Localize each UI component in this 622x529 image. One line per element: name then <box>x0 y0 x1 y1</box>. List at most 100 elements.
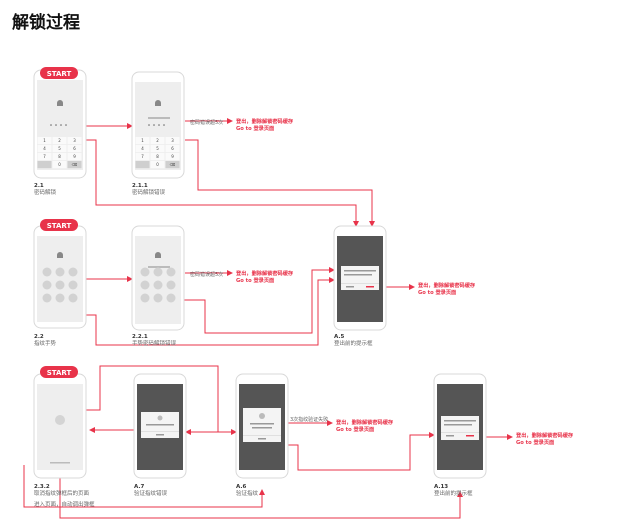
keypad-key-label: 2 <box>58 138 61 143</box>
keypad-key-label: 0 <box>156 162 159 167</box>
logout-note-line1: 登出，删除解锁密码缓存 <box>235 117 294 125</box>
keypad-key <box>67 137 82 145</box>
screen-code: A.6 <box>236 484 246 490</box>
screen-code: 2.1.1 <box>132 183 148 189</box>
keypad-key <box>165 153 180 161</box>
keypad-key-label: 4 <box>141 146 144 151</box>
phone-2-2 <box>33 225 87 329</box>
keypad-key <box>165 161 180 169</box>
start-label: START <box>47 369 72 377</box>
lock-icon <box>57 100 63 106</box>
screen-code: A.5 <box>334 334 344 340</box>
keypad-key <box>67 161 82 169</box>
connector-2-1-to-a5 <box>86 139 359 227</box>
screen-code: A.13 <box>434 484 448 490</box>
pattern-dot <box>42 293 52 303</box>
lock-icon <box>57 252 63 258</box>
logout-note-line2: Go to 登录页面 <box>236 276 274 284</box>
pattern-grid-2-2 <box>42 267 78 303</box>
keypad-key-label: 7 <box>43 154 46 159</box>
screen-caption: 指纹手势 <box>34 339 57 347</box>
logout-note-line2: Go to 登录页面 <box>418 288 456 296</box>
keypad-key-label: 5 <box>156 146 159 151</box>
keypad-key <box>135 153 150 161</box>
phone-a13 <box>433 373 487 479</box>
phone-2-1-1: 1 2 3 4 5 6 7 8 9 0 ⌫ <box>131 71 185 179</box>
page-title: 解锁过程 <box>12 13 80 33</box>
annotation-wrong-code-1: 密码错误超5次 <box>190 119 223 126</box>
keypad-key <box>150 153 165 161</box>
screen-code: 2.1 <box>34 183 44 189</box>
keypad-2-1-1: 1 2 3 4 5 6 7 8 9 0 ⌫ <box>135 137 180 169</box>
start-badge-2: START <box>40 219 78 231</box>
pattern-dot <box>55 280 65 290</box>
pattern-dot <box>140 280 150 290</box>
fingerprint-icon <box>259 413 265 419</box>
keypad-key-label: 3 <box>73 138 76 143</box>
pattern-dot <box>166 280 176 290</box>
screen-code: 2.3.2 <box>34 484 50 490</box>
fingerprint-icon <box>157 415 163 421</box>
keypad-key <box>52 137 67 145</box>
screen-caption: 密码解锁错误 <box>132 188 166 196</box>
logout-note-line2: Go to 登录页面 <box>236 124 274 132</box>
keypad-key <box>150 145 165 153</box>
pattern-dot <box>153 280 163 290</box>
pattern-dot <box>153 293 163 303</box>
pattern-dot <box>140 293 150 303</box>
keypad-key <box>52 153 67 161</box>
pattern-dot <box>42 280 52 290</box>
pattern-dot <box>68 280 78 290</box>
keypad-key <box>165 145 180 153</box>
pattern-dot <box>153 267 163 277</box>
keypad-key-label: 8 <box>156 154 159 159</box>
keypad-key <box>150 161 165 169</box>
keypad-key <box>150 137 165 145</box>
keypad-key-label: 3 <box>171 138 174 143</box>
keypad-key <box>135 145 150 153</box>
connector-a6-to-a13 <box>272 432 435 471</box>
pattern-dot <box>166 293 176 303</box>
logout-note-line1: 登出，删除解锁密码缓存 <box>235 269 294 277</box>
keypad-key <box>52 161 67 169</box>
annotation-fingerprint-fail: 3次指纹验证失败 <box>290 416 328 423</box>
connector-2-2-1-to-a5 <box>166 267 335 334</box>
screen-caption: 取消指纹弹框后的页面 <box>34 489 90 497</box>
keypad-key-label: 6 <box>171 146 174 151</box>
keypad-key-label: 9 <box>171 154 174 159</box>
keypad-key-label: 5 <box>58 146 61 151</box>
keypad-key <box>67 153 82 161</box>
logout-note-line2: Go to 登录页面 <box>516 438 554 446</box>
keypad-key <box>67 145 82 153</box>
pattern-dot <box>68 267 78 277</box>
keypad-key-label: 1 <box>141 138 144 143</box>
keypad-key <box>37 145 52 153</box>
keypad-key-label: 7 <box>141 154 144 159</box>
pattern-dot <box>166 267 176 277</box>
connector-2-3-2-to-a13 <box>59 465 463 519</box>
connector-lines <box>23 118 513 519</box>
start-label: START <box>47 70 72 78</box>
phone-a6 <box>235 373 289 479</box>
screen-code: 2.2 <box>34 334 44 340</box>
lock-icon <box>155 252 161 258</box>
logout-note-line1: 登出，删除解锁密码缓存 <box>335 418 394 426</box>
keypad-key-label: 2 <box>156 138 159 143</box>
keypad-key <box>165 137 180 145</box>
bottom-note: 进入页面，自动调出弹框 <box>34 500 95 508</box>
keypad-key-label: ⌫ <box>170 162 176 167</box>
pattern-dot <box>68 293 78 303</box>
screen-caption: 验证指纹错误 <box>134 489 168 497</box>
keypad-key <box>37 153 52 161</box>
annotation-wrong-code-2: 密码错误超5次 <box>190 271 223 278</box>
pattern-dot <box>140 267 150 277</box>
screen-code: 2.2.1 <box>132 334 148 340</box>
fingerprint-icon <box>55 415 65 425</box>
keypad-key-label: 0 <box>58 162 61 167</box>
connector-2-3-2-to-a6-top <box>86 365 237 435</box>
screen-code: A.7 <box>134 484 144 490</box>
keypad-key-label: 1 <box>43 138 46 143</box>
keypad-key <box>37 137 52 145</box>
keypad-key-label: 4 <box>43 146 46 151</box>
